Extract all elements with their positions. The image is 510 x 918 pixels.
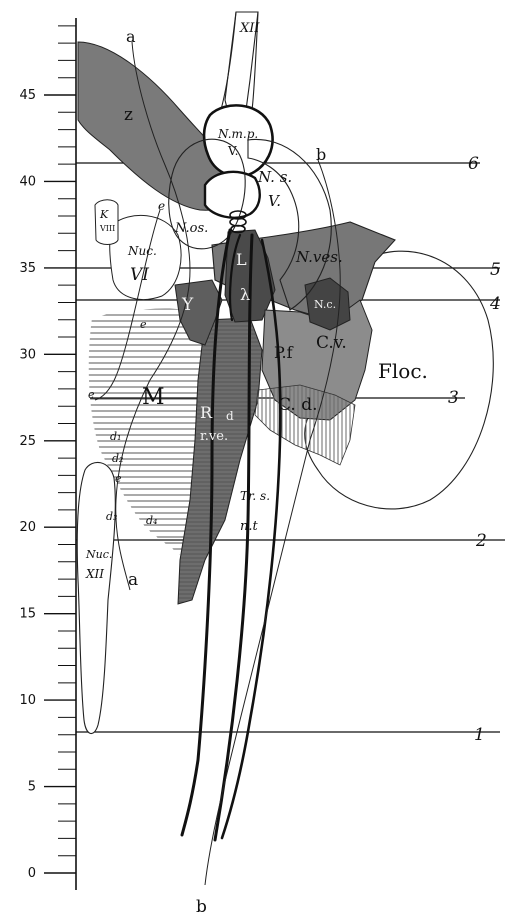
label-m: M	[142, 385, 165, 410]
label-tr-s: Tr. s.	[240, 489, 270, 503]
label-d3: d₃	[106, 510, 117, 523]
label-lambda: λ	[240, 285, 250, 304]
level-num-3: 3	[448, 388, 459, 408]
label-n-m-p: N.m.p.	[217, 127, 258, 141]
label-nuc-xii: Nuc.	[85, 548, 112, 561]
label-r-ve: r.ve.	[200, 429, 228, 444]
scale-tick-label: 20	[19, 520, 36, 535]
label-k: K	[99, 208, 109, 221]
label-nuc-vi: Nuc.	[127, 244, 157, 258]
scale-tick-label: 0	[28, 866, 36, 881]
letter-z: z	[124, 105, 133, 125]
scale-labels: 0 5 10 15 20 25 30 35 40 45	[19, 88, 36, 881]
nerve-xii-label: XII	[239, 21, 260, 36]
level-num-5: 5	[490, 260, 501, 280]
level-numbers: 6 5 4 3 2 1	[448, 154, 501, 745]
scale-tick-label: 35	[19, 261, 36, 276]
label-d1: d₁	[110, 430, 121, 443]
label-n-m-p-sub: V.	[227, 144, 238, 158]
scale-tick-label: 10	[19, 693, 36, 708]
label-n-c: N.c.	[314, 298, 336, 311]
letter-a-bottom: a	[128, 570, 138, 590]
label-n-t: n.t	[240, 519, 259, 534]
label-y: Y	[181, 295, 194, 315]
level-num-4: 4	[489, 294, 501, 314]
label-nuc-vi-sub: VI	[130, 265, 149, 285]
scale-tick-label: 5	[28, 780, 36, 795]
label-d-small: d	[226, 409, 234, 423]
k-viii-outline	[95, 200, 118, 245]
label-n-os: N.os.	[174, 221, 208, 236]
label-n-ves: N.ves.	[295, 248, 343, 266]
label-cv: C.v.	[316, 333, 347, 353]
letter-e-2: e	[140, 318, 147, 331]
letter-e-1: e	[158, 199, 165, 213]
level-num-2: 2	[475, 531, 487, 551]
label-k-sub: VIII	[99, 224, 115, 233]
label-d4: d₄	[146, 514, 157, 527]
letter-b-top: b	[316, 145, 326, 164]
xii-nerve-outline-left	[218, 12, 236, 120]
label-d2: d₂	[112, 452, 123, 465]
label-floc: Floc.	[378, 359, 428, 383]
label-c-d: C. d.	[278, 395, 318, 415]
measurement-scale: 0 5 10 15 20 25 30 35 40 45	[19, 18, 76, 890]
letter-a-top: a	[126, 27, 136, 46]
label-l: L	[236, 250, 247, 269]
nuc-xii-outline	[77, 462, 115, 733]
letter-b-bottom: b	[196, 897, 207, 917]
level-num-6: 6	[468, 154, 479, 174]
scale-tick-label: 15	[19, 607, 36, 622]
scale-tick-label: 40	[19, 174, 36, 189]
scale-tick-label: 30	[19, 347, 36, 362]
n-s-v-outline	[205, 172, 260, 218]
letter-e-3: e	[88, 388, 95, 401]
letter-e-4: e	[115, 472, 122, 485]
level-num-1: 1	[474, 725, 485, 745]
label-n-s-v: N. s.	[257, 168, 292, 186]
label-pf: P.f	[274, 343, 294, 362]
scale-tick-label: 45	[19, 88, 36, 103]
scale-ticks	[44, 26, 76, 873]
label-nuc-xii-sub: XII	[85, 567, 104, 581]
label-r: R	[200, 403, 213, 422]
label-n-s-v-sub: V.	[268, 192, 281, 210]
scale-tick-label: 25	[19, 434, 36, 449]
